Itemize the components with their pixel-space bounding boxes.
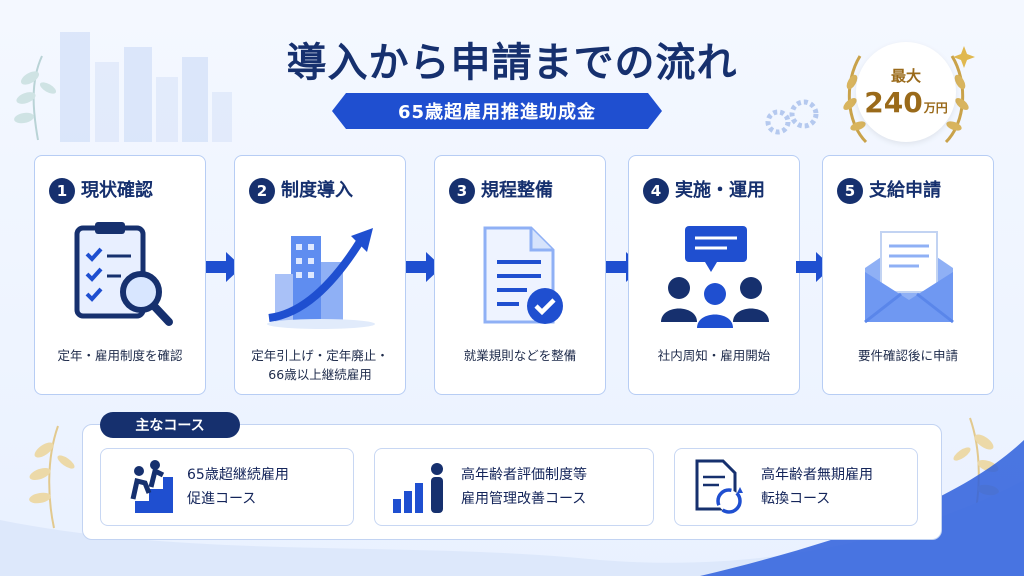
checklist-magnifier-icon	[74, 222, 173, 326]
page-title: 導入から申請までの流れ	[286, 40, 738, 86]
step-number: 1	[49, 178, 75, 204]
bar-chart-person-icon	[393, 463, 443, 513]
step-description-line: 66歳以上継続雇用	[268, 367, 372, 382]
step-description: 要件確認後に申請	[829, 346, 987, 365]
team-speech-icon	[661, 226, 769, 328]
step-number: 2	[249, 178, 275, 204]
courses-label: 主なコース	[100, 412, 240, 438]
gears-icon	[765, 99, 819, 135]
step-description-line: 定年・雇用制度を確認	[57, 348, 183, 363]
course-card-3: 高年齢者無期雇用 転換コース	[674, 448, 918, 526]
step-number: 5	[837, 178, 863, 204]
badge-number: 240	[864, 86, 923, 119]
step-description-line: 就業規則などを整備	[463, 348, 577, 363]
city-skyline-illustration	[60, 32, 232, 142]
step-description: 社内周知・雇用開始	[635, 346, 793, 365]
course-card-2: 高年齢者評価制度等 雇用管理改善コース	[374, 448, 654, 526]
envelope-document-icon	[864, 231, 954, 324]
course-name: 65歳超継続雇用 促進コース	[187, 463, 289, 511]
step-description-line: 要件確認後に申請	[857, 348, 958, 363]
step-card-3: 3 規程整備 就業規則などを整備	[434, 155, 606, 395]
laurel-wreath-icon	[843, 46, 975, 144]
step-card-4: 4 実施・運用 社内周知・雇用開始	[628, 155, 800, 395]
course-card-1: 65歳超継続雇用 促進コース	[100, 448, 354, 526]
step-number: 3	[449, 178, 475, 204]
step-card-1: 1 現状確認 定年・雇用制度を確認	[34, 155, 206, 395]
course-name: 高年齢者無期雇用 転換コース	[761, 463, 873, 511]
step-title: 制度導入	[281, 180, 353, 201]
step-title: 現状確認	[81, 180, 153, 201]
step-card-5: 5 支給申請 要件確認後に申請	[822, 155, 994, 395]
max-amount-badge: 最大 240 万円	[836, 42, 976, 162]
badge-circle: 最大 240 万円	[856, 42, 956, 142]
step-description: 定年引上げ・定年廃止・ 66歳以上継続雇用	[241, 346, 399, 384]
course-name-line: 促進コース	[187, 491, 257, 507]
growth-building-icon	[267, 228, 375, 329]
arrow-right-icon	[206, 252, 242, 282]
step-card-2: 2 制度導入 定年引上げ・定年廃止・ 66歳以上継続雇用	[234, 155, 406, 395]
gold-leaf-decoration-icon	[29, 425, 75, 529]
course-name-line: 高年齢者無期雇用	[761, 467, 873, 483]
gold-leaf-decoration-icon	[953, 417, 999, 521]
course-name-line: 転換コース	[761, 491, 831, 507]
subtitle-banner: 65歳超雇用推進助成金	[332, 93, 662, 129]
step-description-line: 定年引上げ・定年廃止・	[251, 348, 389, 363]
step-description: 定年・雇用制度を確認	[41, 346, 199, 365]
step-title: 規程整備	[481, 180, 553, 201]
course-name-line: 65歳超継続雇用	[187, 467, 289, 483]
course-name-line: 雇用管理改善コース	[461, 491, 587, 507]
step-description: 就業規則などを整備	[441, 346, 599, 365]
arrow-right-icon	[406, 252, 442, 282]
step-number: 4	[643, 178, 669, 204]
step-title: 支給申請	[869, 180, 941, 201]
step-title: 実施・運用	[675, 180, 765, 201]
step-description-line: 社内周知・雇用開始	[657, 348, 771, 363]
document-refresh-icon	[695, 459, 743, 514]
badge-unit: 万円	[923, 101, 948, 115]
course-name-line: 高年齢者評価制度等	[461, 467, 587, 483]
badge-amount: 240 万円	[864, 86, 947, 119]
course-name: 高年齢者評価制度等 雇用管理改善コース	[461, 463, 587, 511]
leaf-decoration-icon	[14, 55, 57, 141]
stairs-climbing-icon	[119, 460, 173, 513]
document-check-icon	[483, 226, 563, 324]
badge-label: 最大	[890, 67, 921, 85]
